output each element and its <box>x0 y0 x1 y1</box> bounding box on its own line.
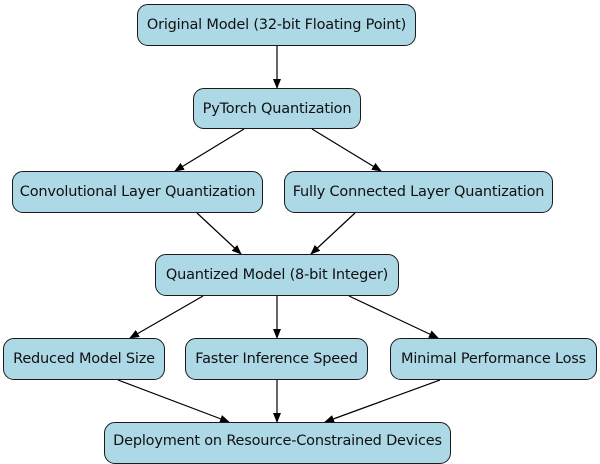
node-deployment: Deployment on Resource-Constrained Devic… <box>104 422 451 464</box>
node-original-model: Original Model (32-bit Floating Point) <box>137 4 416 46</box>
edge-quantized-to-size <box>129 295 204 339</box>
node-convolutional-layer-quantization: Convolutional Layer Quantization <box>12 171 263 213</box>
edge-size-to-deploy <box>117 379 230 423</box>
edge-fc-to-quantized <box>310 212 356 255</box>
edge-loss-to-deploy <box>324 379 441 423</box>
flowchart: Original Model (32-bit Floating Point) P… <box>3 4 597 464</box>
edge-conv-to-quantized <box>196 212 242 255</box>
node-pytorch-quantization: PyTorch Quantization <box>193 88 361 129</box>
edge-pytorch-to-fc <box>311 128 382 172</box>
node-faster-inference-speed: Faster Inference Speed <box>185 338 368 380</box>
node-reduced-model-size: Reduced Model Size <box>3 338 165 380</box>
edge-layer <box>117 46 441 423</box>
node-minimal-performance-loss: Minimal Performance Loss <box>390 338 597 380</box>
edge-quantized-to-loss <box>348 295 439 339</box>
node-fully-connected-layer-quantization: Fully Connected Layer Quantization <box>284 171 553 213</box>
node-quantized-model: Quantized Model (8-bit Integer) <box>155 254 399 296</box>
edge-pytorch-to-conv <box>174 128 245 172</box>
